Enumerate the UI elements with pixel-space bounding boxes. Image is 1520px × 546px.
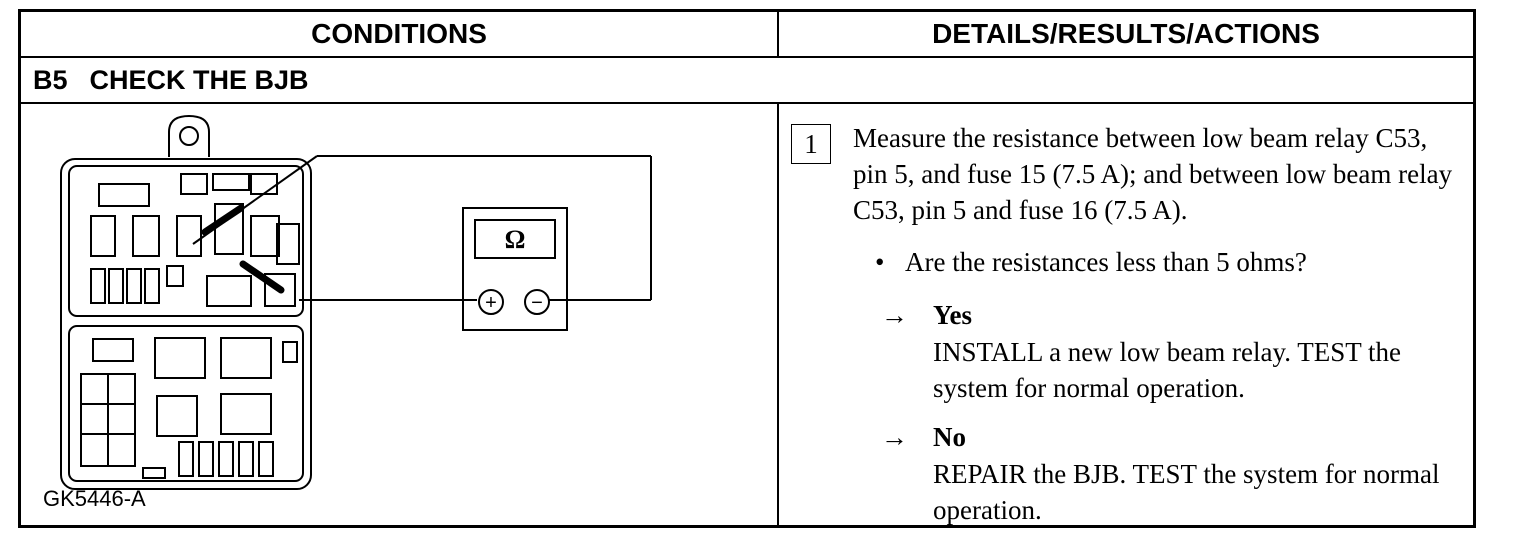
mounting-hole-icon (179, 126, 199, 146)
conditions-header: CONDITIONS (21, 12, 779, 58)
step-title-row: B5 CHECK THE BJB (21, 58, 1473, 104)
question-text: Are the resistances less than 5 ohms? (905, 247, 1307, 277)
no-heading: → No (881, 419, 966, 455)
arrow-icon: → (881, 422, 908, 452)
figure-id: GK5446-A (43, 486, 146, 511)
no-label: No (933, 422, 966, 452)
minus-terminal-icon (524, 289, 550, 315)
plus-sign: + (485, 292, 497, 314)
arrow-icon: → (881, 300, 908, 330)
diagnostic-table: CONDITIONS DETAILS/RESULTS/ACTIONS B5 CH… (18, 9, 1476, 528)
bjb-housing (60, 158, 312, 490)
no-action: REPAIR the BJB. TEST the system for norm… (933, 459, 1440, 525)
measure-instruction: Measure the resistance between low beam … (853, 123, 1453, 225)
step-title: CHECK THE BJB (89, 64, 309, 95)
step-number: 1 (791, 124, 831, 164)
details-header: DETAILS/RESULTS/ACTIONS (779, 12, 1473, 58)
bullet-icon: • (875, 247, 885, 277)
ohm-symbol: Ω (505, 225, 526, 254)
ohmmeter-icon (462, 207, 568, 331)
yes-label: Yes (933, 300, 972, 330)
yes-heading: → Yes (881, 297, 972, 333)
plus-terminal-icon (478, 289, 504, 315)
conditions-cell: Ω + − GK5446-A (21, 104, 779, 525)
yes-action: INSTALL a new low beam relay. TEST the s… (933, 337, 1401, 403)
mounting-tab (168, 114, 210, 157)
step-id: B5 (33, 64, 68, 95)
minus-sign: − (531, 292, 543, 314)
question: • Are the resistances less than 5 ohms? (875, 244, 1455, 280)
details-cell: 1 Measure the resistance between low bea… (779, 104, 1473, 525)
bjb-meter-illustration: Ω + − (60, 114, 652, 490)
